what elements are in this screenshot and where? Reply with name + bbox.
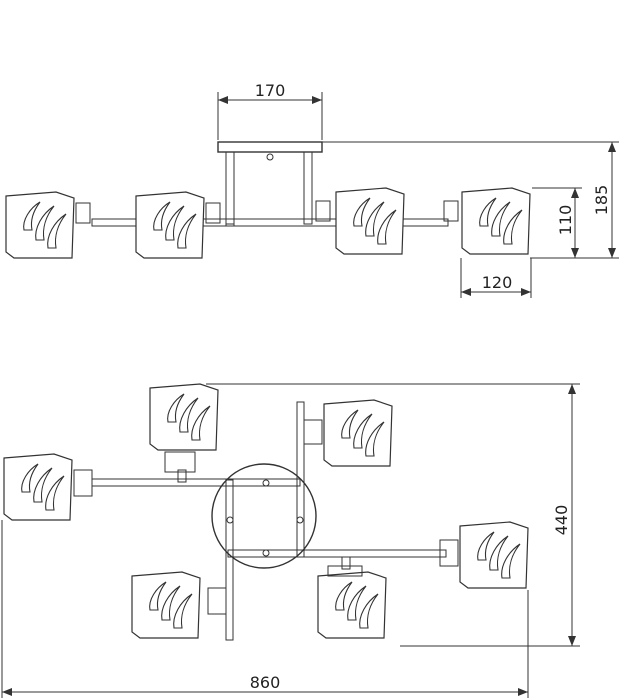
dimension-label-top-depth: 440	[552, 505, 571, 536]
dimension-total-height: 185	[322, 141, 619, 259]
side-shade-3	[335, 187, 405, 255]
side-arm	[91, 218, 449, 227]
base-screws	[226, 479, 304, 557]
top-arm-lower	[227, 549, 447, 558]
top-socket-upper-right	[303, 419, 323, 445]
top-shade-right	[459, 521, 529, 589]
mount-posts	[225, 151, 313, 225]
top-shade-upper-right	[323, 399, 393, 467]
side-socket-1	[75, 202, 91, 224]
top-shade-upper-left	[149, 383, 219, 451]
dimension-label-shade-height: 110	[556, 205, 575, 236]
dimension-label-total-width: 860	[250, 673, 281, 692]
canopy	[217, 141, 323, 153]
dimension-canopy-width: 170	[217, 81, 323, 140]
side-shade-1	[5, 191, 75, 259]
dimension-label-shade-width: 120	[482, 273, 513, 292]
side-socket-4	[443, 200, 459, 222]
top-shade-lower-center	[317, 571, 387, 639]
top-shade-far-left	[3, 453, 73, 521]
round-base	[211, 463, 317, 569]
top-socket-far-left	[73, 469, 93, 497]
top-socket-lower-center	[327, 565, 363, 577]
top-arm-left	[225, 479, 234, 641]
top-socket-lower-left	[207, 587, 227, 615]
side-view: 170 185 110	[5, 81, 619, 298]
dimension-shade-height: 110	[532, 187, 582, 258]
dimension-total-width: 860	[1, 520, 529, 698]
dimension-label-total-height: 185	[592, 185, 611, 216]
dimension-shade-width: 120	[460, 258, 532, 298]
dimension-top-depth: 440	[206, 383, 580, 647]
top-socket-right	[439, 539, 459, 567]
top-shade-lower-left	[131, 571, 201, 639]
canopy-screw	[266, 153, 274, 161]
dimension-label-canopy-width: 170	[255, 81, 286, 100]
top-socket-upper-left	[164, 451, 196, 473]
side-socket-3	[315, 200, 331, 222]
side-socket-2	[205, 202, 221, 224]
side-shade-2	[135, 191, 205, 259]
side-shade-4	[461, 187, 531, 255]
top-arm-right	[296, 401, 305, 558]
top-view: 440 860	[1, 383, 580, 698]
